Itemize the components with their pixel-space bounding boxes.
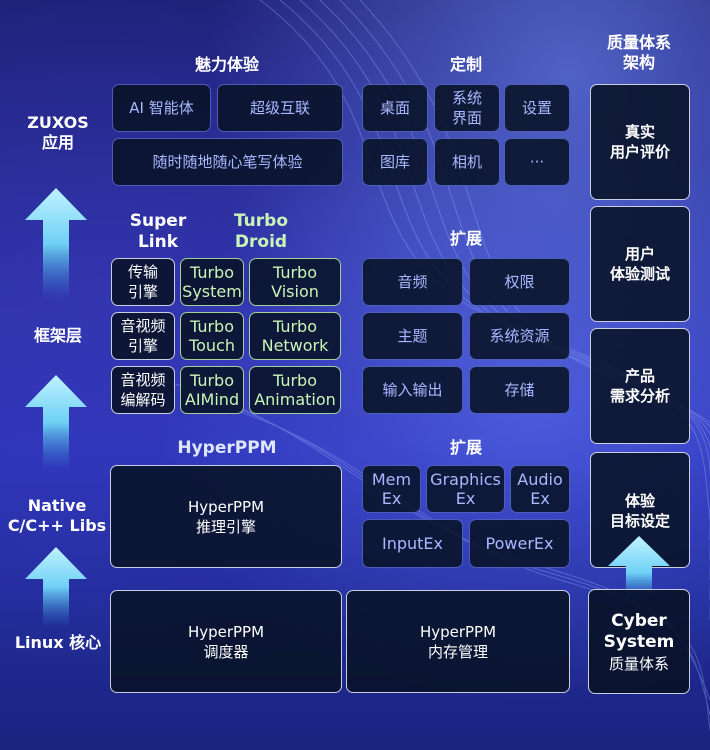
custom-settings: 设置 [504, 84, 570, 132]
header-extend-framework: 扩展 [449, 229, 482, 248]
box-text: 产品 需求分析 [609, 367, 670, 405]
box-text: Turbo Network [261, 317, 329, 355]
ext-mem: Mem Ex [362, 465, 421, 513]
custom-desktop: 桌面 [362, 84, 428, 132]
ext-power: PowerEx [469, 519, 570, 568]
quality-product-requirements: 产品 需求分析 [590, 328, 690, 444]
box-text: Turbo Vision [271, 263, 319, 301]
quality-user-review: 真实 用户评价 [590, 84, 690, 200]
header-hyperppm: HyperPPM [177, 438, 277, 458]
fw-av-codec: 音视频 编解码 [111, 366, 175, 414]
layer-label-zuxos: ZUXOS 应用 [27, 113, 89, 152]
box-text: Graphics Ex [430, 470, 501, 508]
ext-io: 输入输出 [362, 366, 463, 414]
box-text: HyperPPM 内存管理 [419, 622, 497, 661]
quality-ux-test: 用户 体验测试 [590, 206, 690, 322]
box-text: 音视频 编解码 [120, 371, 166, 409]
box-text: Turbo Animation [254, 371, 336, 409]
ext-audio-native: Audio Ex [510, 465, 570, 513]
box-text: 设置 [521, 99, 552, 117]
ext-theme: 主题 [362, 312, 463, 360]
ext-graphics: Graphics Ex [426, 465, 505, 513]
header-super-link: Super Link [129, 211, 187, 252]
cyber-system-subtitle: 质量体系 [608, 655, 669, 673]
box-text: Turbo AIMind [184, 371, 240, 409]
header-quality: 质量体系 架构 [606, 33, 671, 72]
box-text: 相机 [451, 153, 482, 171]
box-text: 体验 目标设定 [609, 492, 670, 530]
ext-permission: 权限 [469, 258, 570, 306]
box-text: HyperPPM 调度器 [187, 622, 265, 661]
box-text: Mem Ex [371, 470, 412, 508]
box-text: 传输 引擎 [127, 263, 158, 301]
ext-audio: 音频 [362, 258, 463, 306]
custom-more: ··· [504, 138, 570, 186]
box-text: PowerEx [485, 534, 554, 553]
box-text: Turbo System [182, 263, 242, 301]
cyber-system-title: Cyber System [603, 611, 675, 652]
box-text: 用户 体验测试 [609, 245, 670, 283]
header-custom: 定制 [449, 55, 482, 74]
hyperppm-memory: HyperPPM 内存管理 [346, 590, 570, 693]
box-text: HyperPPM 推理引擎 [187, 497, 265, 536]
box-text: 系统资源 [489, 327, 550, 345]
box-text: 超级互联 [249, 99, 310, 117]
arrow-up-icon [608, 536, 670, 598]
fw-av-engine: 音视频 引擎 [111, 312, 175, 360]
box-text: 音频 [397, 273, 428, 291]
quality-target-setting: 体验 目标设定 [590, 452, 690, 568]
fw-turbo-animation: Turbo Animation [249, 366, 341, 414]
layer-label-framework: 框架层 [33, 326, 82, 345]
box-text: Turbo Touch [189, 317, 235, 355]
custom-gallery: 图库 [362, 138, 428, 186]
feature-super-connect: 超级互联 [217, 84, 343, 132]
header-extend-native: 扩展 [449, 438, 482, 457]
box-text: InputEx [381, 534, 443, 553]
box-text: 主题 [397, 327, 428, 345]
feature-handwriting: 随时随地随心笔写体验 [112, 138, 343, 186]
arrow-up-icon [25, 547, 87, 627]
box-text: 随时随地随心笔写体验 [152, 153, 303, 171]
box-text: 真实 用户评价 [609, 123, 670, 161]
ext-storage: 存储 [469, 366, 570, 414]
box-text: 输入输出 [382, 381, 443, 399]
ext-input: InputEx [362, 519, 463, 568]
layer-label-native: Native C/C++ Libs [7, 496, 107, 535]
arrow-up-icon [25, 375, 87, 470]
header-turbo-droid: Turbo Droid [233, 211, 289, 252]
layer-label-linux: Linux 核心 [14, 633, 102, 652]
fw-turbo-vision: Turbo Vision [249, 258, 341, 306]
ext-system-resource: 系统资源 [469, 312, 570, 360]
box-text: 图库 [379, 153, 410, 171]
box-text: 音视频 引擎 [120, 317, 166, 355]
hyperppm-inference-engine: HyperPPM 推理引擎 [110, 465, 342, 568]
cyber-system-box: Cyber System 质量体系 [588, 589, 690, 694]
box-text: 桌面 [379, 99, 410, 117]
fw-turbo-touch: Turbo Touch [180, 312, 244, 360]
custom-system-ui: 系统 界面 [434, 84, 500, 132]
feature-ai-agent: AI 智能体 [112, 84, 211, 132]
fw-turbo-network: Turbo Network [249, 312, 341, 360]
box-text: 系统 界面 [451, 89, 482, 127]
box-text: Audio Ex [517, 470, 563, 508]
box-text: 存储 [504, 381, 535, 399]
box-text: AI 智能体 [129, 99, 194, 117]
fw-turbo-aimind: Turbo AIMind [180, 366, 244, 414]
box-text: ··· [529, 153, 545, 171]
hyperppm-scheduler: HyperPPM 调度器 [110, 590, 342, 693]
arrow-up-icon [25, 188, 87, 300]
fw-transfer-engine: 传输 引擎 [111, 258, 175, 306]
custom-camera: 相机 [434, 138, 500, 186]
fw-turbo-system: Turbo System [180, 258, 244, 306]
box-text: 权限 [504, 273, 535, 291]
header-charm: 魅力体验 [194, 55, 259, 74]
